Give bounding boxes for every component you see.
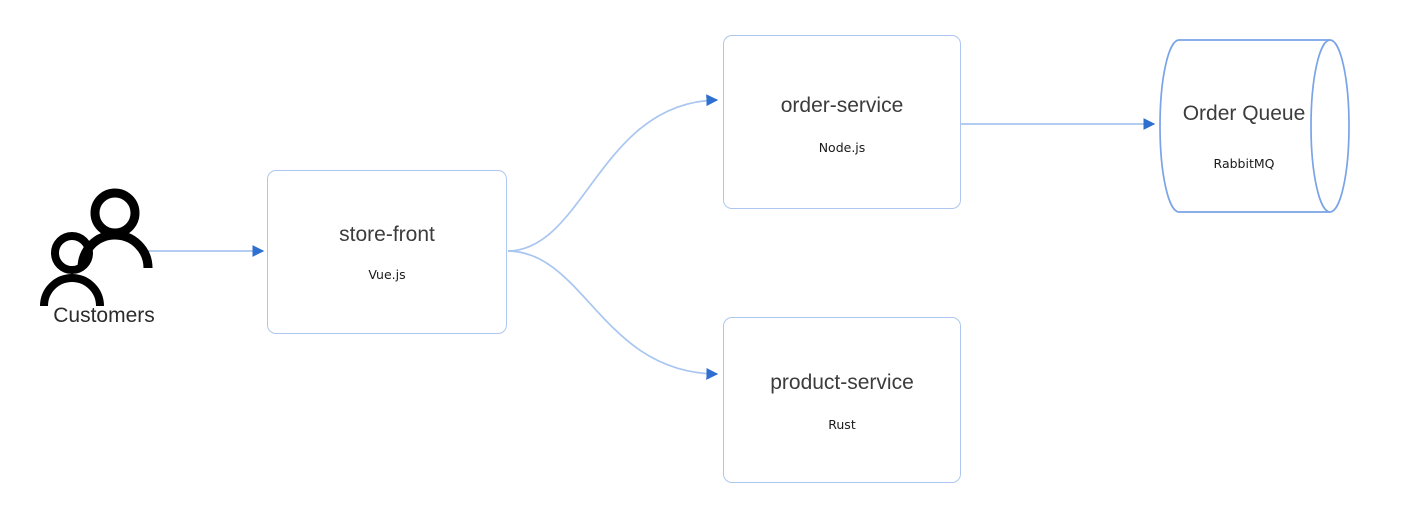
product-service-subtitle: Rust xyxy=(828,417,856,432)
store-front-subtitle: Vue.js xyxy=(368,267,406,282)
node-order-queue[interactable]: Order Queue RabbitMQ xyxy=(1158,36,1368,216)
node-store-front[interactable]: store-front Vue.js xyxy=(267,170,507,334)
order-queue-labels: Order Queue RabbitMQ xyxy=(1158,36,1330,216)
customers-label: Customers xyxy=(53,304,155,327)
two-people-icon xyxy=(40,188,153,306)
node-customers[interactable]: Customers xyxy=(34,186,174,331)
order-queue-title: Order Queue xyxy=(1182,102,1306,125)
order-queue-subtitle: RabbitMQ xyxy=(1213,156,1275,171)
order-service-subtitle: Node.js xyxy=(818,140,866,155)
product-service-title: product-service xyxy=(770,371,914,394)
cylinder-shape xyxy=(1159,39,1350,213)
store-front-title: store-front xyxy=(339,223,435,246)
edge-store-front-to-order-service xyxy=(507,94,719,252)
node-order-service[interactable]: order-service Node.js xyxy=(723,35,961,209)
node-product-service[interactable]: product-service Rust xyxy=(723,317,961,483)
edge-store-front-to-product-service xyxy=(507,250,719,380)
order-service-title: order-service xyxy=(780,94,904,117)
